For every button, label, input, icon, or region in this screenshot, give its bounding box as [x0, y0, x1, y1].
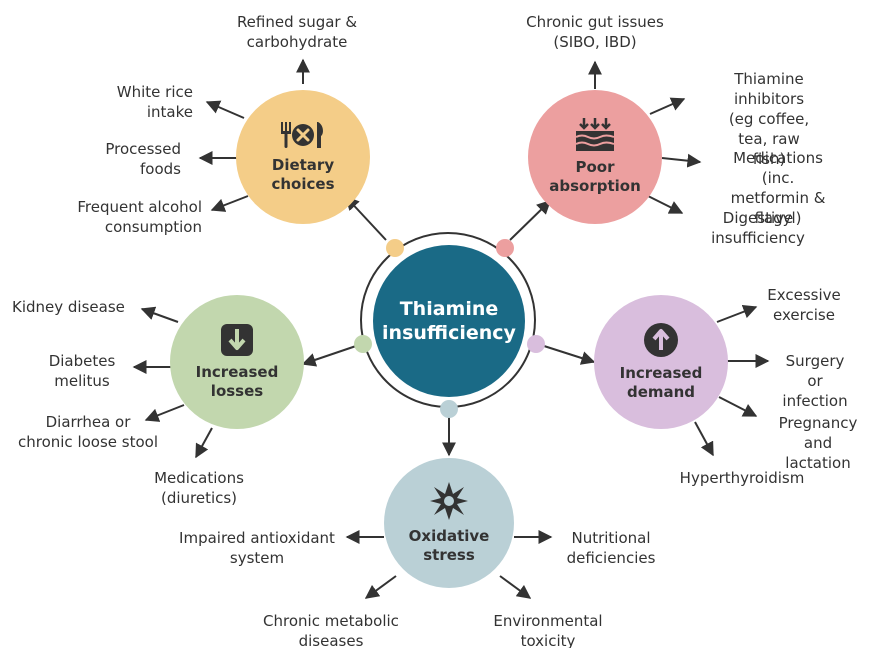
intestine-down-arrows-icon [575, 118, 615, 151]
label-white-rice: White rice intake [116, 83, 193, 121]
up-arrow-circle-icon [644, 323, 678, 357]
label-pregnancy-lactation: Pregnancy and lactation [778, 414, 858, 472]
node-losses: Increased losses [170, 295, 304, 429]
label-nutritional-deficiencies: Nutritional deficiencies [566, 529, 656, 567]
node-demand: Increased demand [594, 295, 728, 429]
label-chronic-gut: Chronic gut issues (SIBO, IBD) [526, 13, 664, 51]
arrow-demand-pregnancy [718, 396, 758, 417]
arrow-center-to-absorption [509, 200, 552, 241]
arrow-demand-exercise [716, 304, 758, 323]
arrow-losses-kidney [140, 306, 179, 323]
label-refined-sugar: Refined sugar & carbohydrate [236, 13, 358, 51]
plate-cross-cutlery-icon [281, 122, 323, 148]
label-diabetes: Diabetes melitus [48, 352, 116, 390]
connector-dot-absorption [496, 239, 514, 257]
dietary-title: Dietary choices [271, 156, 335, 193]
arrow-demand-hyperthyroid [694, 421, 714, 457]
arrow-dietary-alcohol [210, 195, 249, 212]
node-absorption: Poor absorption [528, 90, 662, 224]
arrow-losses-medications [195, 427, 213, 459]
arrow-absorption-medications [661, 153, 702, 168]
starburst-icon [430, 482, 468, 520]
label-environmental-toxicity: Environmental toxicity [493, 612, 603, 648]
arrow-center-to-dietary [345, 195, 387, 241]
arrow-oxidative-environmental [499, 575, 532, 599]
down-arrow-square-icon [221, 324, 253, 356]
node-dietary: Dietary choices [236, 90, 370, 224]
label-medications-metformin: Medications (inc. metformin & flagyl) [730, 149, 826, 227]
label-medications-diuretics: Medications (diuretics) [154, 469, 244, 507]
absorption-title: Poor absorption [549, 158, 641, 195]
label-kidney-disease: Kidney disease [12, 298, 125, 316]
label-excessive-exercise: Excessive exercise [767, 286, 841, 324]
demand-title: Increased demand [619, 364, 703, 401]
label-thiamine-inhibitors: Thiamine inhibitors (eg coffee, tea, raw… [728, 70, 810, 168]
label-diarrhea: Diarrhea or chronic loose stool [17, 413, 159, 451]
center-title: Thiamine insufficiency [382, 298, 516, 344]
oxidative-title: Oxidative stress [408, 527, 490, 564]
label-surgery-infection: Surgery or infection [782, 352, 848, 410]
node-oxidative: Oxidative stress [384, 458, 514, 588]
arrow-losses-diarrhea [144, 404, 185, 422]
connector-dot-losses [354, 335, 372, 353]
arrow-center-to-losses [301, 345, 357, 367]
label-processed-foods: Processed foods [105, 140, 181, 178]
label-chronic-metabolic: Chronic metabolic diseases [263, 612, 399, 648]
label-frequent-alcohol: Frequent alcohol consumption [77, 198, 202, 236]
label-impaired-antioxidant: Impaired antioxidant system [179, 529, 335, 567]
losses-title: Increased losses [195, 363, 279, 400]
connector-dot-dietary [386, 239, 404, 257]
center-node: Thiamine insufficiency [373, 245, 525, 397]
connector-dot-oxidative [440, 400, 458, 418]
arrow-center-to-demand [543, 345, 596, 365]
arrow-absorption-inhibitors [649, 97, 686, 115]
label-hyperthyroidism: Hyperthyroidism [679, 469, 805, 487]
arrow-oxidative-metabolic [364, 575, 397, 599]
label-digestive-insufficiency: Digestive insufficiency [711, 209, 805, 247]
connector-dot-demand [527, 335, 545, 353]
arrow-absorption-digestive [647, 195, 684, 214]
arrow-dietary-rice [205, 100, 245, 119]
